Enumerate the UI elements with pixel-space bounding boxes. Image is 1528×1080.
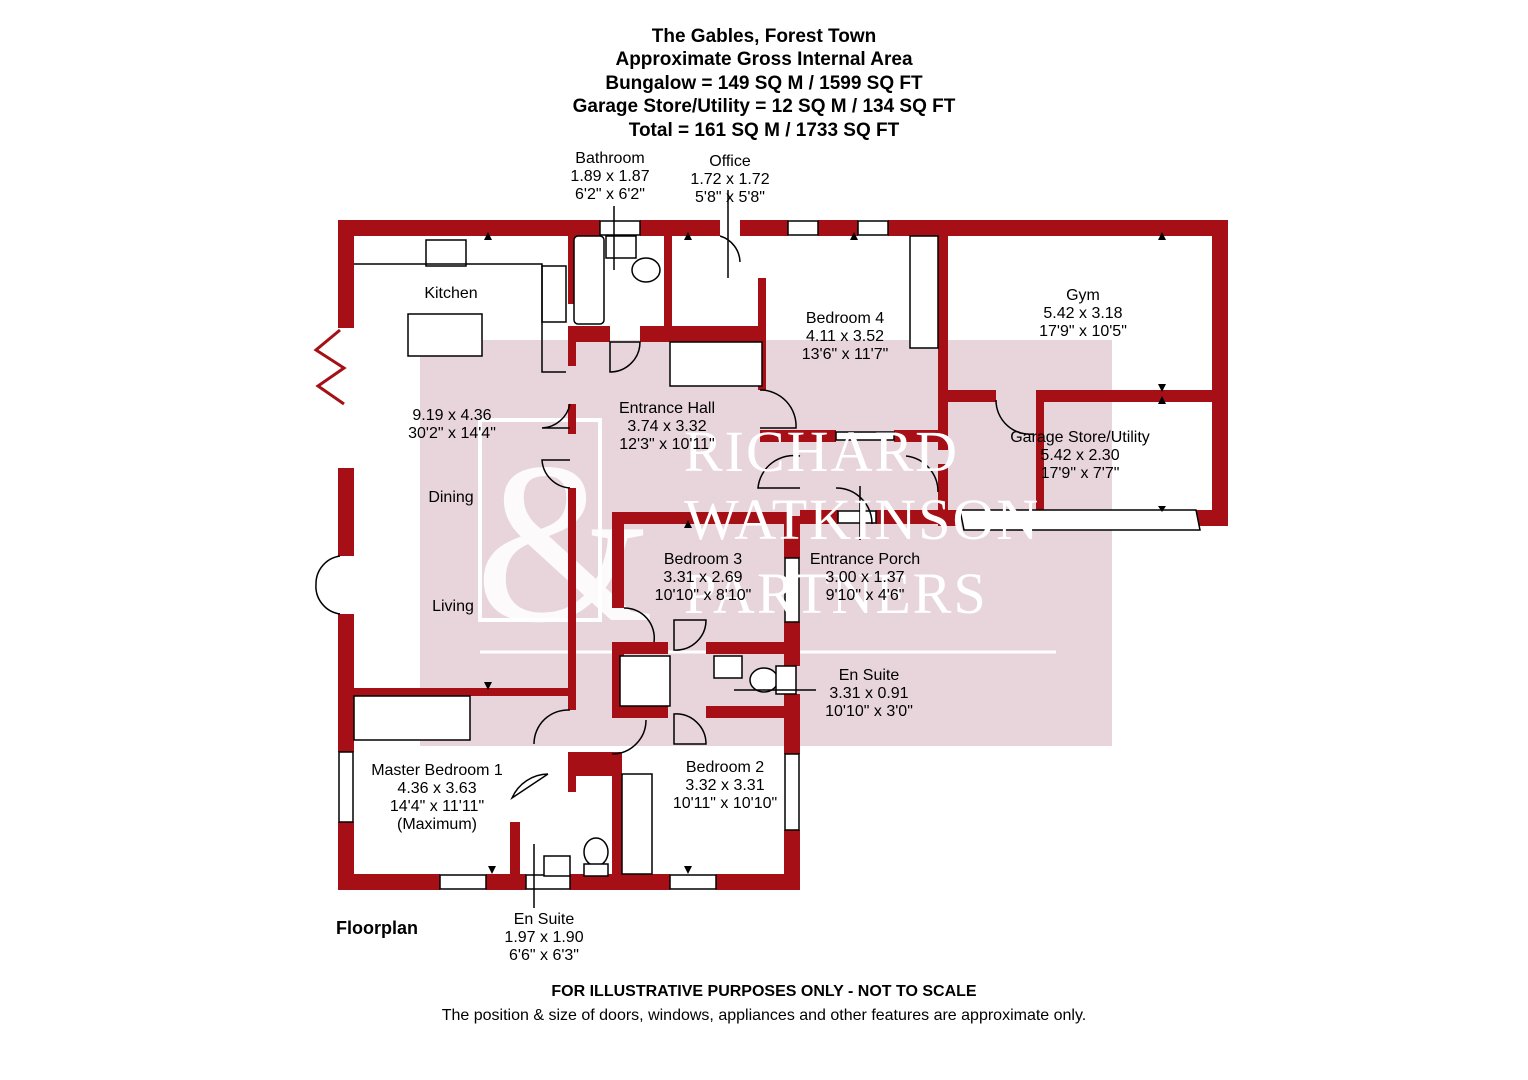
wardrobe-hall [669,341,763,387]
header-bungalow-area: Bungalow = 149 SQ M / 1599 SQ FT [605,73,923,94]
kitchen-hob [425,239,467,267]
garage-door [959,509,1201,531]
kitchen-island [407,313,483,357]
toilet-ensuite [749,667,779,693]
shower [619,655,671,707]
label-arrows [533,190,861,908]
watermark-inner-box [478,418,602,622]
dimension-markers [484,232,1166,874]
wardrobe-bedroom2 [621,773,653,875]
watermark-ampersand: & [475,415,654,670]
basin-bathroom [605,235,637,259]
wardrobe-bedroom4 [909,235,939,349]
header-garage-area: Garage Store/Utility = 12 SQ M / 134 SQ … [572,96,956,117]
room-living: Living [432,598,474,615]
room-kitchen: Kitchen [424,285,478,302]
kitchen-counter [354,263,566,373]
kitchen-sink [541,265,567,323]
bath-tub [573,235,605,325]
approximation-note: The position & size of doors, windows, a… [441,1007,1087,1024]
watermark-line2: WATKINSON [684,487,1041,552]
watermark-line3: PARTNERS [684,561,988,626]
windows [338,220,895,890]
watermark-line1: RICHARD [684,419,960,484]
header-title: The Gables, Forest Town [651,26,877,47]
wardrobe-master [353,695,471,741]
room-dining: Dining [428,489,474,506]
header-subtitle: Approximate Gross Internal Area [615,49,913,70]
fixtures [353,235,939,877]
french-door-living [315,555,341,615]
basin-ensuite [713,655,743,679]
bifold-door-kitchen [313,328,347,406]
door-swings [510,235,1035,801]
walls [338,220,1228,890]
toilet-master-ensuite [583,837,609,867]
toilet-bathroom [631,257,661,283]
header-total-area: Total = 161 SQ M / 1733 SQ FT [628,120,900,141]
floorplan-label: Floorplan [336,918,418,938]
basin-master-ensuite [543,855,571,877]
disclaimer-text: FOR ILLUSTRATIVE PURPOSES ONLY - NOT TO … [551,983,977,1000]
